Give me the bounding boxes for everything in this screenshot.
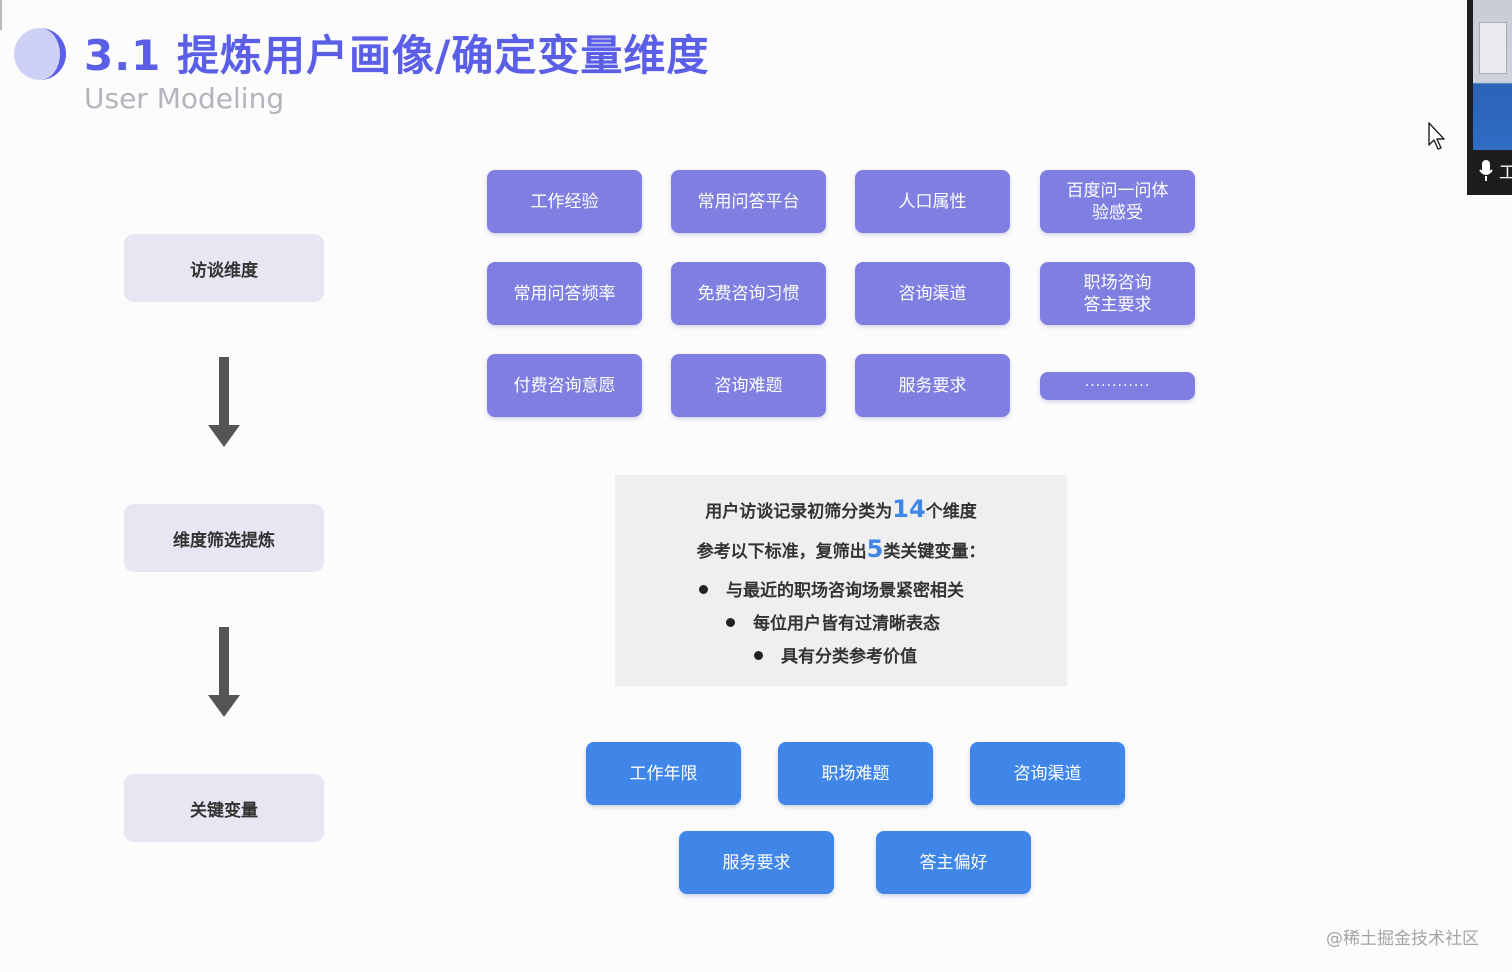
- criteria-item: 与最近的职场咨询场景紧密相关: [699, 580, 964, 602]
- summary-text: 用户访谈记录初筛分类为: [705, 502, 893, 522]
- edge-mark: [0, 0, 2, 30]
- webcam-name-label: 工: [1499, 163, 1512, 183]
- step-dimension-filtering: 维度筛选提炼: [124, 504, 324, 572]
- criteria-text: 与最近的职场咨询场景紧密相关: [726, 581, 964, 601]
- bullet-icon: [726, 618, 735, 627]
- dimension-chip: 常用问答频率: [487, 262, 642, 325]
- summary-line-2: 参考以下标准，复筛出5类关键变量：: [615, 533, 1067, 573]
- key-variable-chip: 答主偏好: [876, 831, 1031, 894]
- dimension-chip: 人口属性: [855, 170, 1010, 233]
- watermark: @稀土掘金技术社区: [1326, 929, 1479, 949]
- summary-text: 个维度: [925, 502, 977, 522]
- dimension-count: 14: [892, 495, 926, 523]
- dimension-chip-ellipsis: ············: [1040, 372, 1195, 400]
- dimension-chip: 咨询难题: [671, 354, 826, 417]
- summary-text: 参考以下标准，复筛出: [696, 542, 867, 562]
- microphone-icon[interactable]: [1479, 160, 1493, 182]
- key-variable-chip: 咨询渠道: [970, 742, 1125, 805]
- page-title: 3.1 提炼用户画像/确定变量维度: [84, 31, 710, 80]
- dimension-chip: 百度问一问体 验感受: [1040, 170, 1195, 233]
- step-key-variables: 关键变量: [124, 774, 324, 842]
- key-variable-chip: 工作年限: [586, 742, 741, 805]
- dimension-chip: 免费咨询习惯: [671, 262, 826, 325]
- dimension-chip: 服务要求: [855, 354, 1010, 417]
- dimension-chip: 咨询渠道: [855, 262, 1010, 325]
- arrow-down-icon: [208, 357, 240, 447]
- summary-box: 用户访谈记录初筛分类为14个维度 参考以下标准，复筛出5类关键变量： 与最近的职…: [615, 475, 1067, 686]
- dimension-chip: 常用问答平台: [671, 170, 826, 233]
- key-variable-chip: 服务要求: [679, 831, 834, 894]
- criteria-text: 每位用户皆有过清晰表态: [753, 614, 940, 634]
- key-variable-count: 5: [866, 535, 884, 563]
- webcam-background-frame: [1479, 22, 1507, 74]
- step-interview-dimensions: 访谈维度: [124, 234, 324, 302]
- criteria-item: 每位用户皆有过清晰表态: [726, 613, 940, 635]
- mouse-cursor-icon: [1428, 122, 1445, 150]
- summary-line-1: 用户访谈记录初筛分类为14个维度: [615, 493, 1067, 533]
- dimension-chip: 职场咨询 答主要求: [1040, 262, 1195, 325]
- key-variable-chip: 职场难题: [778, 742, 933, 805]
- bullet-icon: [699, 585, 708, 594]
- page-subtitle: User Modeling: [84, 82, 285, 115]
- summary-text: 类关键变量：: [883, 542, 986, 562]
- dimension-chip: 付费咨询意愿: [487, 354, 642, 417]
- webcam-preview[interactable]: 工: [1467, 0, 1512, 195]
- criteria-text: 具有分类参考价值: [781, 647, 917, 667]
- dimension-chip: 工作经验: [487, 170, 642, 233]
- arrow-down-icon: [208, 627, 240, 717]
- logo-icon: [14, 28, 66, 80]
- bullet-icon: [754, 651, 763, 660]
- criteria-item: 具有分类参考价值: [754, 646, 917, 668]
